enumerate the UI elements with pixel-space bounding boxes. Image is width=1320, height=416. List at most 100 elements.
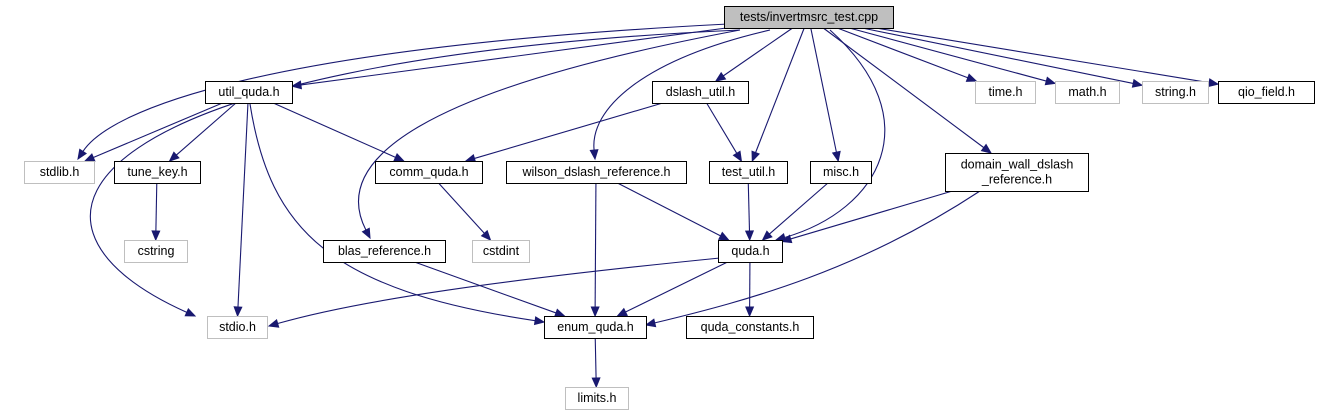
node-box xyxy=(1055,81,1120,104)
edge-line xyxy=(277,257,721,325)
node-util-quda[interactable]: util_quda.h xyxy=(205,81,293,104)
edge-line xyxy=(593,29,771,151)
arrowhead xyxy=(590,306,600,318)
edge-line xyxy=(300,27,727,86)
edge-quda-to-quda_constants xyxy=(745,261,755,318)
edge-util_quda-to-comm_quda xyxy=(273,102,405,162)
node-dslash-util[interactable]: dslash_util.h xyxy=(652,81,749,104)
node-box xyxy=(506,161,687,184)
arrowhead xyxy=(718,231,730,241)
arrowhead xyxy=(780,234,793,244)
edge-line xyxy=(175,102,237,156)
edge-line xyxy=(755,27,805,153)
node-dw-ref[interactable]: domain_wall_dslash_reference.h xyxy=(945,153,1089,192)
arrowhead xyxy=(393,152,405,162)
arrowhead xyxy=(751,150,760,163)
node-box xyxy=(810,161,872,184)
node-blas-ref[interactable]: blas_reference.h xyxy=(323,240,446,263)
node-label: test_util.h xyxy=(722,165,776,179)
edge-root-to-misc xyxy=(810,27,841,163)
edge-line xyxy=(438,182,485,234)
node-qio-field[interactable]: qio_field.h xyxy=(1218,81,1315,104)
node-label: time.h xyxy=(988,85,1022,99)
node-box xyxy=(724,6,894,29)
edge-line xyxy=(837,27,968,79)
edge-root-to-dslash_util xyxy=(714,27,793,82)
node-box xyxy=(375,161,483,184)
edge-line xyxy=(273,102,396,158)
edge-root-to-qio_field xyxy=(875,27,1220,88)
edge-quda-to-enum_quda xyxy=(616,261,728,317)
edge-line xyxy=(155,182,158,232)
edge-line xyxy=(89,29,741,313)
edge-tune_key-to-cstring xyxy=(151,182,161,242)
edge-line xyxy=(862,27,1134,84)
node-label: tests/invertmsrc_test.cpp xyxy=(740,10,878,24)
node-box xyxy=(124,240,188,263)
node-label: cstdint xyxy=(483,244,520,258)
node-label: misc.h xyxy=(823,165,859,179)
node-box xyxy=(652,81,749,104)
node-quda-constants[interactable]: quda_constants.h xyxy=(686,316,814,339)
node-label: util_quda.h xyxy=(218,85,279,99)
node-comm-quda[interactable]: comm_quda.h xyxy=(375,161,483,184)
node-label: _reference.h xyxy=(981,173,1052,187)
node-quda[interactable]: quda.h xyxy=(718,240,783,263)
arrowhead xyxy=(1044,76,1057,86)
node-test-util[interactable]: test_util.h xyxy=(709,161,788,184)
arrowhead xyxy=(168,151,180,162)
node-label: stdlib.h xyxy=(40,165,80,179)
node-label: string.h xyxy=(1155,85,1196,99)
node-label: qio_field.h xyxy=(1238,85,1295,99)
edge-line xyxy=(625,261,728,313)
edge-root-to-stdio xyxy=(89,29,741,317)
arrowhead xyxy=(761,230,773,241)
arrowhead xyxy=(151,230,161,242)
node-label: math.h xyxy=(1068,85,1106,99)
node-enum-quda[interactable]: enum_quda.h xyxy=(544,316,647,339)
arrowhead xyxy=(616,307,628,317)
node-label: stdio.h xyxy=(219,320,256,334)
node-box xyxy=(1142,81,1209,104)
edge-line xyxy=(594,182,597,308)
arrowhead xyxy=(744,230,755,242)
edge-line xyxy=(790,190,953,240)
node-stdlib: stdlib.h xyxy=(24,161,95,184)
node-tune-key[interactable]: tune_key.h xyxy=(114,161,201,184)
node-box xyxy=(718,240,783,263)
edge-root-to-time xyxy=(837,27,978,82)
node-box xyxy=(709,161,788,184)
edge-root-to-math xyxy=(849,27,1057,86)
arrowhead xyxy=(233,306,243,318)
edge-dw_ref-to-quda xyxy=(780,190,953,244)
arrowhead xyxy=(980,143,993,154)
edge-misc-to-quda xyxy=(761,182,829,241)
node-box xyxy=(686,316,814,339)
edge-comm_quda-to-cstdint xyxy=(438,182,492,241)
edge-root-to-blas_ref xyxy=(357,29,741,240)
node-label: domain_wall_dslash xyxy=(961,158,1074,172)
node-misc[interactable]: misc.h xyxy=(810,161,872,184)
node-label: limits.h xyxy=(578,391,617,405)
node-label: quda.h xyxy=(731,244,769,258)
node-root[interactable]: tests/invertmsrc_test.cpp xyxy=(724,6,894,29)
node-wilson-ref[interactable]: wilson_dslash_reference.h xyxy=(506,161,687,184)
arrowhead xyxy=(533,316,546,326)
edge-line xyxy=(723,27,793,77)
edge-line xyxy=(822,27,985,149)
edge-line xyxy=(93,102,223,159)
edge-line xyxy=(249,103,536,322)
edge-root-to-string xyxy=(862,27,1144,88)
arrowhead xyxy=(589,149,599,161)
edge-quda-to-stdio xyxy=(267,257,721,328)
node-cstdint: cstdint xyxy=(472,240,530,263)
arrowhead xyxy=(184,307,197,317)
edge-blas_ref-to-enum_quda xyxy=(414,261,566,318)
edge-line xyxy=(237,102,249,308)
node-stdio: stdio.h xyxy=(207,316,268,339)
arrowhead xyxy=(732,150,743,163)
edge-root-to-dw_ref xyxy=(822,27,993,154)
arrowhead xyxy=(1207,78,1220,88)
edge-root-to-test_util xyxy=(751,27,805,163)
